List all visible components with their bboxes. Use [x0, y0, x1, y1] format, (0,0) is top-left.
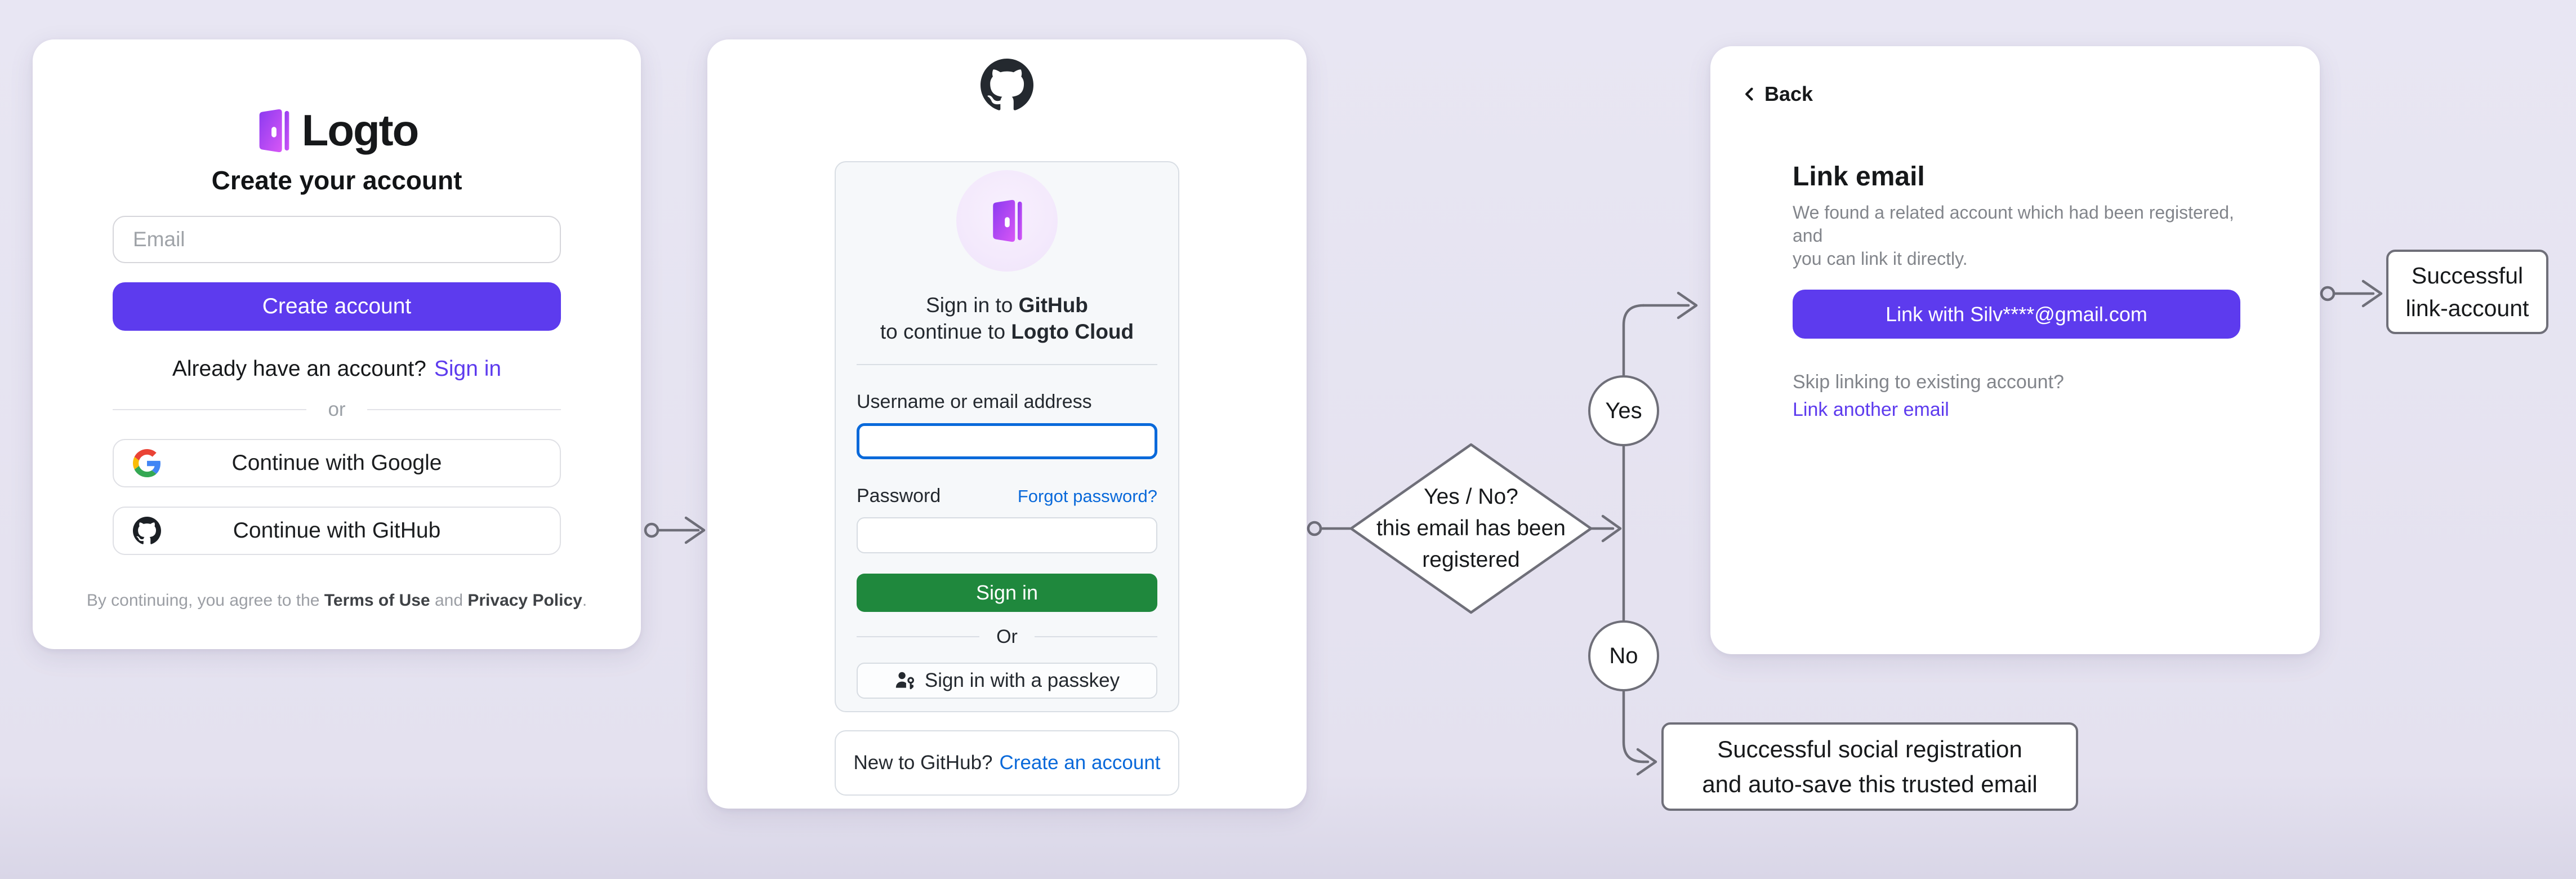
link-email-title: Link email	[1793, 162, 1925, 192]
description-line-2: you can link it directly.	[1793, 248, 1968, 269]
yes-label: Yes	[1605, 398, 1642, 423]
footer-prefix: By continuing, you agree to the	[86, 591, 324, 610]
decision-line-1: Yes / No?	[1424, 485, 1518, 509]
logto-logo: Logto	[256, 105, 420, 156]
logto-door-icon	[993, 199, 1022, 242]
or-divider: or	[113, 398, 561, 421]
back-label: Back	[1764, 82, 1813, 105]
password-label: Password	[857, 485, 941, 507]
passkey-icon	[895, 672, 914, 690]
arrow-yes-to-link-card	[1642, 291, 1698, 319]
continue-google-button[interactable]: Continue with Google	[113, 439, 561, 487]
privacy-policy-link[interactable]: Privacy Policy	[467, 591, 582, 610]
back-button[interactable]: Back	[1742, 82, 1813, 106]
continue-github-button[interactable]: Continue with GitHub	[113, 507, 561, 555]
passkey-label: Sign in with a passkey	[924, 669, 1120, 691]
google-icon	[133, 449, 161, 477]
chevron-left-icon	[1745, 87, 1753, 101]
connector-github-to-decision	[1307, 521, 1352, 536]
arrow-decision-to-branch	[1589, 514, 1622, 543]
divider-line	[367, 409, 561, 410]
password-input[interactable]	[857, 517, 1157, 553]
logto-signup-card: Logto Create your account Create account…	[33, 39, 641, 649]
divider-line	[113, 409, 307, 410]
signin-prompt-row: Already have an account? Sign in	[172, 357, 501, 381]
logto-app-avatar	[956, 170, 1058, 272]
github-icon	[133, 517, 161, 545]
github-signin-panel: Sign in to GitHub to continue to Logto C…	[835, 161, 1179, 712]
heading-line-2: to continue to Logto Cloud	[880, 320, 1134, 343]
arrow-linkcard-to-outcome	[2320, 279, 2383, 308]
github-signin-card: Sign in to GitHub to continue to Logto C…	[707, 39, 1307, 809]
or-label: Or	[996, 625, 1018, 647]
forgot-password-link[interactable]: Forgot password?	[1017, 486, 1157, 506]
arrow-no-to-social-box	[1636, 748, 1657, 776]
decision-diamond-label: Yes / No? this email has been registered	[1351, 445, 1591, 612]
link-another-email-link[interactable]: Link another email	[1793, 399, 1949, 420]
no-label: No	[1609, 643, 1638, 668]
footer-and: and	[430, 591, 468, 610]
new-to-github-box: New to GitHub? Create an account	[835, 730, 1179, 796]
description-line-1: We found a related account which had bee…	[1793, 202, 2234, 246]
signin-link[interactable]: Sign in	[434, 357, 502, 381]
username-label: Username or email address	[857, 391, 1092, 412]
github-signin-button[interactable]: Sign in	[857, 574, 1157, 612]
arrow-signup-to-github	[644, 516, 706, 544]
yes-branch-node: Yes	[1588, 375, 1659, 446]
decision-diamond-shape	[1349, 443, 1593, 614]
new-to-github-text: New to GitHub?	[853, 752, 993, 774]
continue-google-label: Continue with Google	[231, 451, 442, 475]
footer-period: .	[582, 591, 587, 610]
outcome-social-registration-box: Successful social registration and auto-…	[1661, 722, 2078, 811]
email-input[interactable]	[113, 216, 561, 263]
signup-title: Create your account	[211, 166, 462, 195]
outcome-link-line-1: Successful	[2411, 263, 2524, 288]
create-account-button[interactable]: Create account	[113, 282, 561, 331]
username-label-row: Username or email address	[857, 391, 1157, 413]
link-email-description: We found a related account which had bee…	[1793, 201, 2238, 270]
divider-label: or	[328, 398, 346, 420]
create-github-account-link[interactable]: Create an account	[999, 752, 1161, 774]
github-logo-icon	[980, 59, 1034, 112]
outcome-social-line-2: and auto-save this trusted email	[1702, 770, 2038, 797]
logto-door-icon	[256, 108, 292, 154]
signin-prompt-text: Already have an account?	[172, 357, 426, 381]
outcome-link-line-2: link-account	[2405, 295, 2529, 321]
panel-divider	[857, 364, 1157, 365]
heading-line-1: Sign in to GitHub	[926, 294, 1088, 317]
decision-line-2: this email has been	[1376, 516, 1566, 540]
skip-linking-text: Skip linking to existing account?	[1793, 371, 2064, 393]
brand-wordmark: Logto	[301, 105, 420, 155]
passkey-signin-button[interactable]: Sign in with a passkey	[857, 663, 1157, 699]
link-email-card: Back Link email We found a related accou…	[1710, 46, 2320, 654]
divider-line	[1034, 636, 1157, 637]
divider-line	[857, 636, 980, 637]
outcome-social-line-1: Successful social registration	[1717, 735, 2022, 762]
terms-of-use-link[interactable]: Terms of Use	[324, 591, 430, 610]
continue-github-label: Continue with GitHub	[233, 518, 441, 543]
link-with-email-button[interactable]: Link with Silv****@gmail.com	[1793, 290, 2240, 339]
username-input[interactable]	[857, 423, 1157, 459]
decision-line-3: registered	[1422, 548, 1520, 572]
github-or-divider: Or	[857, 624, 1157, 649]
branch-trunk-line	[1622, 304, 1645, 763]
password-label-row: Password Forgot password?	[857, 485, 1157, 507]
signup-footer: By continuing, you agree to the Terms of…	[87, 591, 587, 610]
outcome-link-account-box: Successful link-account	[2386, 250, 2548, 334]
no-branch-node: No	[1588, 620, 1659, 691]
github-signin-heading: Sign in to GitHub to continue to Logto C…	[880, 292, 1134, 345]
